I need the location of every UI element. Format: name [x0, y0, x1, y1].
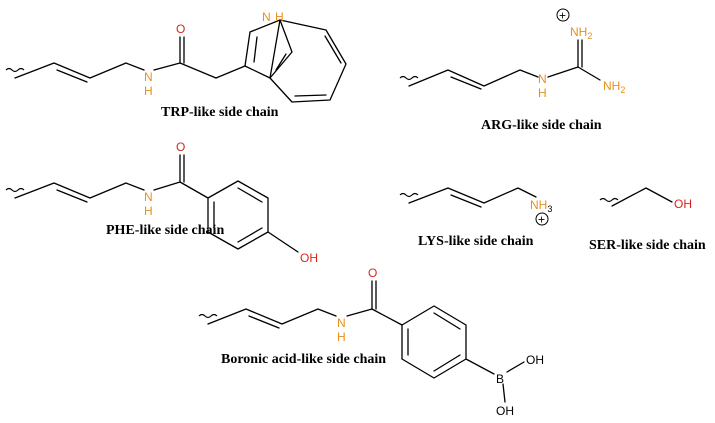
boronic-caption: Boronic acid-like side chain: [221, 352, 386, 367]
arg-structure: N H NH2 NH2 + ARG-like side chain: [399, 8, 625, 133]
allyl-chain: [14, 62, 145, 79]
methylene-bond: [179, 62, 217, 79]
alkene-double-bond: [56, 69, 88, 83]
benzene-double-bond-2: [433, 354, 461, 372]
attachment-wavy-bond: [5, 67, 25, 73]
ser-oh: OH: [674, 197, 692, 211]
trp-amide-n: N: [144, 70, 153, 84]
amide-bond: [153, 181, 181, 191]
pyrrole-ring: [244, 19, 293, 79]
attachment-wavy-bond: [399, 192, 419, 198]
amide-bond: [153, 62, 181, 71]
b-oh2-bond: [502, 383, 506, 403]
c-b-bond: [465, 358, 495, 375]
lys-structure: NH3 + LYS-like side chain: [399, 187, 552, 249]
boronic-structure: O N H B OH OH Boronic acid-like side cha…: [198, 266, 544, 418]
trp-amide-h: H: [144, 84, 153, 98]
amide-bond: [346, 308, 373, 317]
trp-indole-h: H: [275, 10, 284, 24]
allyl-chain: [207, 308, 337, 325]
attachment-wavy-bond: [5, 187, 25, 193]
attachment-wavy-bond: [599, 197, 619, 203]
benzene-ring: [269, 19, 347, 103]
benzene-double-bond-2: [237, 227, 263, 243]
n-c-bond: [547, 66, 579, 78]
ring-link-bond: [371, 308, 403, 326]
hydroxyl-bond: [267, 231, 299, 253]
ser-structure: OH SER-like side chain: [589, 187, 706, 253]
trp-carbonyl-o: O: [176, 22, 185, 36]
trp-structure: O N H N H TRP-like side chain: [5, 10, 347, 120]
c-nh2-right-bond: [577, 66, 601, 81]
attachment-wavy-bond: [198, 313, 218, 319]
ser-caption: SER-like side chain: [589, 238, 706, 253]
benzene-ring: [207, 180, 269, 250]
ring-link-bond: [215, 65, 246, 79]
phe-oh: OH: [300, 251, 318, 265]
phe-carbonyl-o: O: [176, 140, 185, 154]
benzene-double-bond-3: [275, 53, 287, 71]
lys-nh3: NH3: [530, 198, 552, 214]
phe-amide-n: N: [144, 190, 153, 204]
ser-chain: [611, 187, 673, 207]
alkene-double-bond: [248, 315, 280, 329]
arg-h: H: [538, 86, 547, 100]
benzene-double-bond-1: [433, 312, 461, 330]
b-oh1-bond: [506, 361, 525, 373]
arg-caption: ARG-like side chain: [481, 118, 602, 133]
positive-charge-circle: [535, 212, 549, 226]
benzene-double-bond-1: [324, 35, 342, 64]
positive-charge-circle: [556, 8, 570, 22]
bor-amide-h: H: [337, 330, 346, 344]
allyl-chain: [408, 187, 537, 204]
trp-indole-n: N: [262, 10, 271, 24]
alkene-double-bond: [56, 189, 88, 203]
ring-link-bond: [179, 181, 209, 199]
arg-nh2-top: NH2: [570, 25, 592, 41]
lys-charge: +: [538, 213, 545, 227]
bor-carbonyl-o: O: [368, 266, 377, 280]
alkene-double-bond: [450, 194, 482, 208]
arg-nh2-right: NH2: [603, 79, 625, 95]
arg-n: N: [538, 72, 547, 86]
bor-b: B: [496, 372, 504, 386]
pyrrole-double-bond: [253, 36, 258, 63]
allyl-chain: [14, 182, 145, 199]
bor-amide-n: N: [337, 316, 346, 330]
arg-charge: +: [559, 9, 566, 23]
phe-amide-h: H: [144, 204, 153, 218]
benzene-ring: [401, 305, 467, 379]
trp-caption: TRP-like side chain: [161, 105, 279, 120]
bor-oh1: OH: [526, 353, 544, 367]
benzene-double-bond-1: [237, 187, 263, 203]
attachment-wavy-bond: [399, 75, 419, 81]
benzene-double-bond-2: [294, 94, 327, 97]
phe-caption: PHE-like side chain: [106, 223, 224, 238]
phe-structure: O N H OH PHE-like side chain: [5, 140, 318, 265]
allyl-chain: [408, 69, 539, 87]
alkene-double-bond: [450, 76, 482, 90]
bor-oh2: OH: [496, 404, 514, 418]
lys-caption: LYS-like side chain: [418, 234, 534, 249]
